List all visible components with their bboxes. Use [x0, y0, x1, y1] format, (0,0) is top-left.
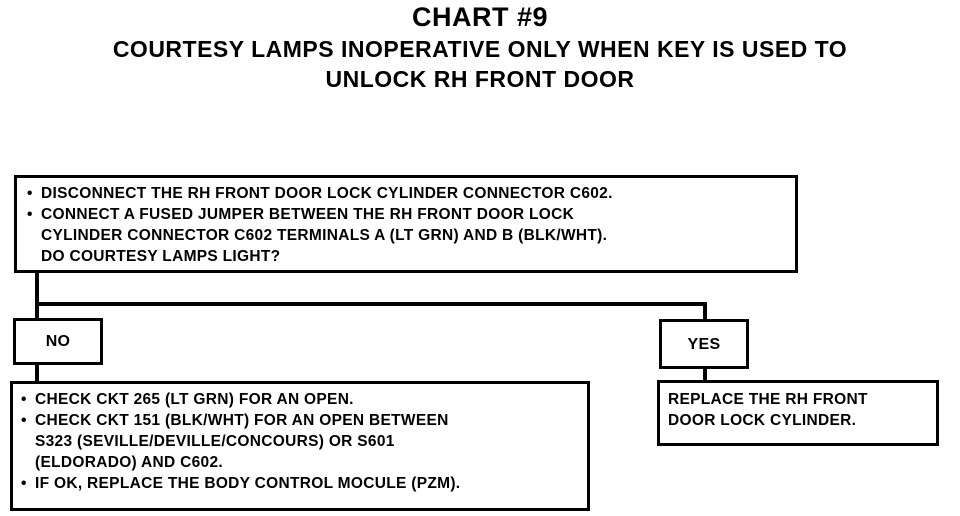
no-action-box: • CHECK CKT 265 (LT GRN) FOR AN OPEN. • … [10, 381, 590, 511]
connector-to-yes [703, 302, 707, 320]
step1-bullet-2-line-1: CONNECT A FUSED JUMPER BETWEEN THE RH FR… [41, 206, 575, 223]
step1-bullet-1: • DISCONNECT THE RH FRONT DOOR LOCK CYLI… [25, 183, 787, 204]
step1-bullet-2-line-2: CYLINDER CONNECTOR C602 TERMINALS A (LT … [41, 227, 608, 244]
bullet-icon: • [21, 475, 27, 492]
no-action-bullet-2-line-3: (ELDORADO) AND C602. [35, 454, 223, 471]
yes-action-box: REPLACE THE RH FRONT DOOR LOCK CYLINDER. [657, 380, 939, 446]
connector-yes-down [703, 367, 707, 381]
bullet-icon: • [21, 391, 27, 408]
yes-label: YES [687, 335, 721, 353]
no-action-bullet-1-line-1: CHECK CKT 265 (LT GRN) FOR AN OPEN. [35, 391, 354, 408]
no-action-bullet-3-line-1: IF OK, REPLACE THE BODY CONTROL MOCULE (… [35, 475, 461, 492]
bullet-icon: • [21, 412, 27, 429]
no-label-box: NO [13, 318, 103, 365]
yes-label-box: YES [659, 319, 749, 369]
no-action-bullet-3: • IF OK, REPLACE THE BODY CONTROL MOCULE… [19, 473, 581, 494]
connector-no-down [35, 362, 39, 384]
no-action-bullet-2-line-2: S323 (SEVILLE/DEVILLE/CONCOURS) OR S601 [35, 433, 395, 450]
step1-bullet-2: • CONNECT A FUSED JUMPER BETWEEN THE RH … [25, 204, 787, 267]
connector-step1-down [35, 270, 39, 320]
no-action-bullet-1: • CHECK CKT 265 (LT GRN) FOR AN OPEN. [19, 389, 581, 410]
chart-subtitle-line-1: COURTESY LAMPS INOPERATIVE ONLY WHEN KEY… [112, 36, 848, 62]
no-action-bullet-2: • CHECK CKT 151 (BLK/WHT) FOR AN OPEN BE… [19, 410, 581, 473]
no-label: NO [45, 333, 71, 350]
no-action-bullet-2-line-1: CHECK CKT 151 (BLK/WHT) FOR AN OPEN BETW… [35, 412, 449, 429]
step1-bullet-1-line-1: DISCONNECT THE RH FRONT DOOR LOCK CYLIND… [41, 185, 613, 202]
chart-title: CHART #9 [411, 2, 549, 32]
bullet-icon: • [27, 206, 33, 223]
step1-bullet-2-line-3: DO COURTESY LAMPS LIGHT? [41, 248, 281, 265]
yes-action-line-2: DOOR LOCK CYLINDER. [668, 412, 857, 429]
yes-action-line-1: REPLACE THE RH FRONT [668, 391, 868, 408]
chart-subtitle-line-2: UNLOCK RH FRONT DOOR [325, 66, 635, 92]
bullet-icon: • [27, 185, 33, 202]
connector-horizontal-branch [35, 302, 707, 306]
step1-box: • DISCONNECT THE RH FRONT DOOR LOCK CYLI… [14, 175, 798, 273]
